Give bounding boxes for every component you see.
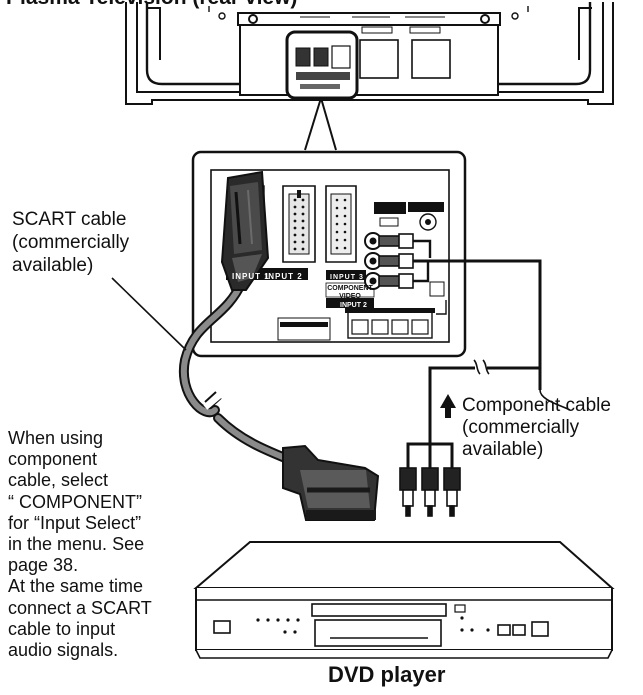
scart-label-line: SCART cable [12, 209, 127, 230]
note-line: “ COMPONENT” [8, 491, 142, 512]
note-line: cable to input [8, 618, 116, 639]
dvd-player-label: DVD player [328, 662, 446, 687]
note-line: in the menu. See [8, 534, 145, 555]
scart-cable-label: SCART cable (commercially available) [12, 208, 182, 277]
panel-input3-label: INPUT 3 [330, 274, 364, 281]
rca-plug-icon [399, 467, 461, 517]
scart-socket-2 [282, 185, 316, 263]
note-line: connect a SCART [8, 597, 152, 618]
arrow-up-icon [440, 394, 456, 418]
note-line: component [8, 449, 98, 470]
tv-terminal-area [285, 30, 359, 100]
panel-input2-label: INPUT 2 [265, 272, 303, 281]
tv-rear-view [125, 2, 614, 105]
component-cable-label: Component cable (commercially available) [462, 395, 642, 461]
component-label-line: available) [462, 439, 544, 460]
scart-cable [178, 170, 380, 521]
dvd-player-drawing [193, 541, 615, 659]
zoom-lines [304, 97, 337, 151]
note-line: When using [8, 428, 104, 448]
component-label-line: Component cable [462, 395, 611, 416]
panel-component-line: COMPONENT [327, 285, 373, 292]
note-line: for “Input Select” [8, 512, 142, 533]
cable-break-icon [203, 391, 223, 410]
panel-component-video-label: COMPONENT VIDEO [326, 285, 374, 301]
scart-socket-3 [325, 185, 357, 263]
note-line: At the same time [8, 576, 144, 597]
component-cable [378, 233, 571, 470]
scart-label-line: (commercially [12, 232, 130, 253]
note-line: cable, select [8, 470, 109, 491]
panel-input2-bottom-label: INPUT 2 [340, 302, 367, 309]
panel-component-line: VIDEO [339, 293, 361, 300]
component-label-line: (commercially [462, 417, 580, 438]
note-line: audio signals. [8, 640, 119, 661]
scart-plug-icon [282, 444, 380, 521]
note-line: page 38. [8, 555, 79, 576]
scart-plug-icon [220, 170, 270, 291]
page-title: Plasma Television (rear view) [6, 0, 297, 11]
scart-label-line: available) [12, 255, 94, 276]
panel-input1-label: INPUT 1 [232, 272, 270, 281]
scart-label-pointer [111, 277, 187, 351]
usage-note: When using component cable, select “ COM… [8, 428, 193, 661]
